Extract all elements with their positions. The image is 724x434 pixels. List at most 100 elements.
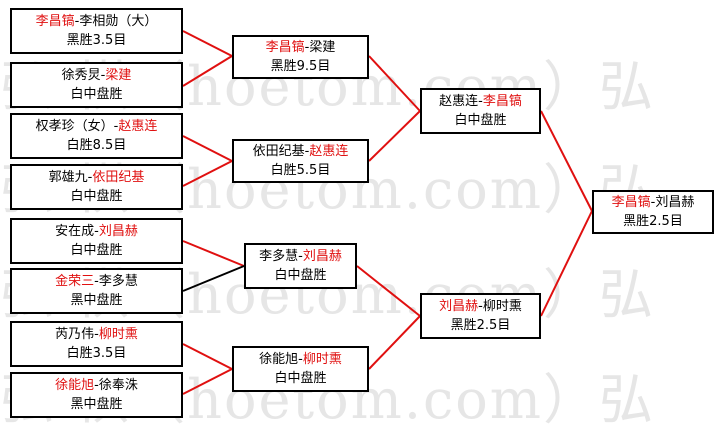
- separator: -: [100, 68, 106, 83]
- match-result: 白胜8.5目: [66, 138, 127, 153]
- connector-line: [182, 343, 233, 370]
- player-name: 刘昌赫: [302, 249, 342, 264]
- player-name: 徐能旭: [259, 352, 299, 367]
- separator: -: [94, 378, 99, 393]
- separator: -: [298, 352, 303, 367]
- match-box: 刘昌赫-柳时熏 黑胜2.5目: [420, 293, 541, 339]
- separator: -: [478, 94, 483, 109]
- player-name: 金荣三: [55, 274, 95, 289]
- match-result: 黑胜9.5目: [270, 59, 331, 74]
- match-players: 依田纪基-赵惠连: [253, 142, 349, 161]
- match-box: 金荣三-李多慧 黑中盘胜: [10, 268, 183, 314]
- match-result: 黑胜2.5目: [623, 214, 683, 229]
- connector-line: [540, 110, 593, 212]
- player-name: 李相勋（大）: [79, 14, 158, 29]
- connector-line: [356, 265, 421, 317]
- match-players: 刘昌赫-柳时熏: [439, 297, 522, 316]
- match-players: 芮乃伟-柳时熏: [55, 325, 138, 344]
- player-name: 刘昌赫: [98, 224, 138, 239]
- match-result: 黑胜2.5目: [450, 318, 511, 333]
- match-box: 郭雄九-依田纪基 白中盘胜: [10, 164, 183, 210]
- match-box: 徐能旭-柳时熏 白中盘胜: [232, 346, 369, 392]
- player-name: 柳时熏: [302, 352, 342, 367]
- match-box: 安在成-刘昌赫 白中盘胜: [10, 218, 183, 264]
- player-name: 刘昌赫: [655, 195, 695, 210]
- player-name: 刘昌赫: [439, 299, 479, 314]
- player-name: 依田纪基: [92, 170, 145, 185]
- player-name: 安在成: [55, 224, 95, 239]
- separator: -: [94, 224, 99, 239]
- player-name: 李多慧: [259, 249, 299, 264]
- player-name: 赵惠连: [439, 94, 479, 109]
- player-name: 依田纪基: [252, 144, 305, 159]
- separator: -: [650, 195, 656, 210]
- match-box: 徐秀炅-梁建 白中盘胜: [10, 62, 183, 108]
- connector-line: [368, 110, 421, 162]
- match-result: 白中盘胜: [70, 189, 123, 204]
- player-name: 李昌镐: [611, 195, 651, 210]
- match-result: 白中盘胜: [70, 243, 123, 258]
- match-result: 白中盘胜: [70, 87, 123, 102]
- final-match-box: 李昌镐-刘昌赫 黑胜2.5目: [592, 190, 714, 234]
- connector-line: [182, 160, 233, 187]
- player-name: 李昌镐: [482, 94, 522, 109]
- match-result: 黑中盘胜: [70, 293, 123, 308]
- player-name: 郭雄九: [48, 170, 88, 185]
- player-name: 徐奉洙: [98, 378, 138, 393]
- match-players: 李昌镐-刘昌赫: [612, 193, 695, 212]
- separator: -: [87, 170, 93, 185]
- separator: -: [74, 14, 80, 29]
- player-name: 李多慧: [98, 274, 138, 289]
- match-result: 白胜3.5目: [66, 346, 127, 361]
- separator: -: [478, 299, 483, 314]
- match-box: 李昌镐-李相勋（大） 黑胜3.5目: [10, 8, 183, 54]
- connector-line: [182, 240, 245, 267]
- player-name: 芮乃伟: [55, 327, 95, 342]
- match-box: 徐能旭-徐奉洙 黑中盘胜: [10, 372, 183, 418]
- match-result: 黑胜3.5目: [66, 33, 127, 48]
- match-players: 赵惠连-李昌镐: [439, 92, 522, 111]
- separator: -: [298, 249, 303, 264]
- connector-line: [182, 135, 233, 162]
- player-name: 李昌镐: [35, 14, 75, 29]
- match-players: 李昌镐-梁建: [266, 38, 336, 57]
- match-result: 黑中盘胜: [70, 397, 123, 412]
- player-name: 李昌镐: [265, 40, 305, 55]
- player-name: 权孝珍（女）: [35, 119, 114, 134]
- separator: -: [304, 144, 310, 159]
- connector-line: [182, 368, 233, 395]
- connector-line: [182, 55, 233, 87]
- match-players: 徐能旭-柳时熏: [259, 350, 342, 369]
- match-players: 郭雄九-依田纪基: [49, 168, 145, 187]
- player-name: 徐秀炅: [61, 68, 101, 83]
- match-result: 白中盘胜: [454, 113, 507, 128]
- match-box: 李多慧-刘昌赫 白中盘胜: [244, 243, 357, 289]
- match-players: 徐秀炅-梁建: [62, 66, 132, 85]
- connector-line: [368, 315, 421, 370]
- separator: -: [304, 40, 310, 55]
- player-name: 徐能旭: [55, 378, 95, 393]
- player-name: 赵惠连: [118, 119, 158, 134]
- player-name: 柳时熏: [98, 327, 138, 342]
- match-result: 白中盘胜: [274, 268, 327, 283]
- connector-line: [182, 265, 245, 292]
- connector-line: [182, 30, 233, 57]
- match-players: 权孝珍（女）-赵惠连: [36, 117, 158, 136]
- player-name: 梁建: [105, 68, 132, 83]
- player-name: 梁建: [309, 40, 336, 55]
- separator: -: [94, 274, 99, 289]
- match-box: 依田纪基-赵惠连 白胜5.5目: [232, 139, 369, 183]
- connector-line: [540, 210, 593, 317]
- match-players: 李多慧-刘昌赫: [259, 247, 342, 266]
- match-box: 芮乃伟-柳时熏 白胜3.5目: [10, 321, 183, 367]
- player-name: 柳时熏: [482, 299, 522, 314]
- separator: -: [94, 327, 99, 342]
- match-players: 安在成-刘昌赫: [55, 222, 138, 241]
- connector-line: [368, 55, 421, 112]
- match-box: 李昌镐-梁建 黑胜9.5目: [232, 35, 369, 79]
- player-name: 赵惠连: [309, 144, 349, 159]
- match-result: 白中盘胜: [274, 371, 327, 386]
- match-box: 赵惠连-李昌镐 白中盘胜: [420, 88, 541, 134]
- match-players: 金荣三-李多慧: [55, 272, 138, 291]
- match-box: 权孝珍（女）-赵惠连 白胜8.5目: [10, 113, 183, 159]
